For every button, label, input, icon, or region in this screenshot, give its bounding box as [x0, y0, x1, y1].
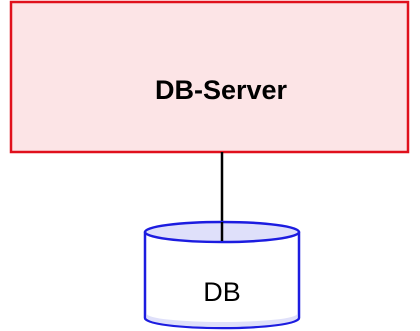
db-server-box: [9, 0, 410, 154]
database-cylinder-body: [143, 232, 301, 330]
database-cylinder-bottom-shade: [147, 314, 297, 327]
database-label: DB: [203, 277, 241, 307]
database-cylinder: DB: [143, 220, 301, 330]
db-server-label: DB-Server: [155, 75, 288, 105]
